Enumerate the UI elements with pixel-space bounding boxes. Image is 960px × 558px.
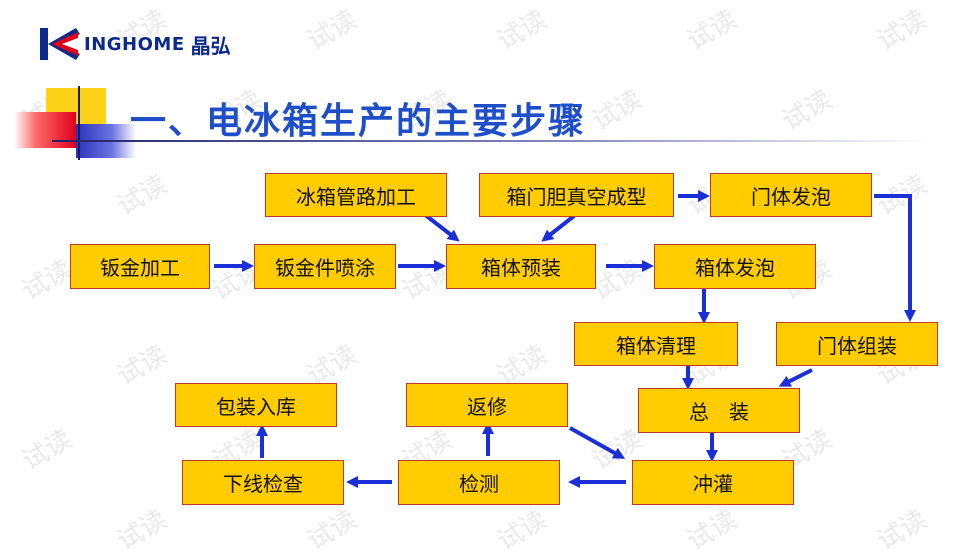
step-label: 箱体预装 bbox=[481, 256, 561, 280]
arrow-doorfoam-to-doorassembly bbox=[874, 194, 916, 322]
step-cabinet-assembly: 箱体预装 bbox=[446, 244, 596, 289]
arrow-pipe-to-cabinet bbox=[422, 212, 460, 242]
step-sheet-metal: 钣金加工 bbox=[70, 244, 210, 289]
step-offline-check: 下线检查 bbox=[182, 460, 344, 505]
step-inspect: 检测 bbox=[398, 460, 560, 505]
logo-text: INGHOME bbox=[84, 33, 185, 55]
arrow-doorassembly-to-final bbox=[778, 368, 813, 387]
step-door-foam: 门体发泡 bbox=[710, 173, 872, 217]
step-label: 门体组装 bbox=[817, 333, 897, 358]
step-label: 下线检查 bbox=[223, 472, 303, 496]
page-title: 一、电冰箱生产的主要步骤 bbox=[130, 101, 587, 142]
step-package: 包装入库 bbox=[175, 383, 337, 427]
company-logo: INGHOME 晶弘 bbox=[40, 22, 231, 66]
step-door-assembly: 门体组装 bbox=[776, 322, 938, 366]
step-repair: 返修 bbox=[406, 383, 568, 427]
step-label: 冰箱管路加工 bbox=[296, 184, 416, 209]
step-label: 检测 bbox=[459, 472, 499, 496]
step-label: 总 装 bbox=[689, 400, 749, 424]
title-deco-red bbox=[14, 112, 76, 148]
step-label: 箱体清理 bbox=[616, 333, 696, 358]
arrow-liner-to-cabinet bbox=[541, 214, 576, 242]
step-label: 箱门胆真空成型 bbox=[506, 184, 647, 209]
step-label: 钣金件喷涂 bbox=[275, 256, 375, 280]
step-label: 箱体发泡 bbox=[695, 256, 775, 280]
step-pipe: 冰箱管路加工 bbox=[265, 173, 447, 217]
step-cabinet-foam: 箱体发泡 bbox=[654, 244, 816, 289]
arrow-repair-to-charge bbox=[569, 426, 626, 459]
title-deco-line bbox=[78, 86, 80, 160]
flow-arrows bbox=[214, 190, 916, 488]
step-final-assembly: 总 装 bbox=[638, 388, 800, 433]
step-label: 钣金加工 bbox=[100, 256, 180, 280]
step-liner: 箱门胆真空成型 bbox=[479, 173, 674, 217]
logo-cn-text: 晶弘 bbox=[190, 33, 231, 58]
title-underline bbox=[52, 140, 932, 142]
step-label: 冲灌 bbox=[693, 472, 733, 496]
step-cabinet-clean: 箱体清理 bbox=[574, 322, 738, 366]
step-label: 门体发泡 bbox=[751, 184, 831, 209]
step-label: 返修 bbox=[467, 394, 507, 419]
step-charge: 冲灌 bbox=[632, 460, 794, 505]
logo-k-icon bbox=[40, 28, 80, 60]
step-spray: 钣金件喷涂 bbox=[254, 244, 396, 289]
step-label: 包装入库 bbox=[216, 394, 296, 419]
